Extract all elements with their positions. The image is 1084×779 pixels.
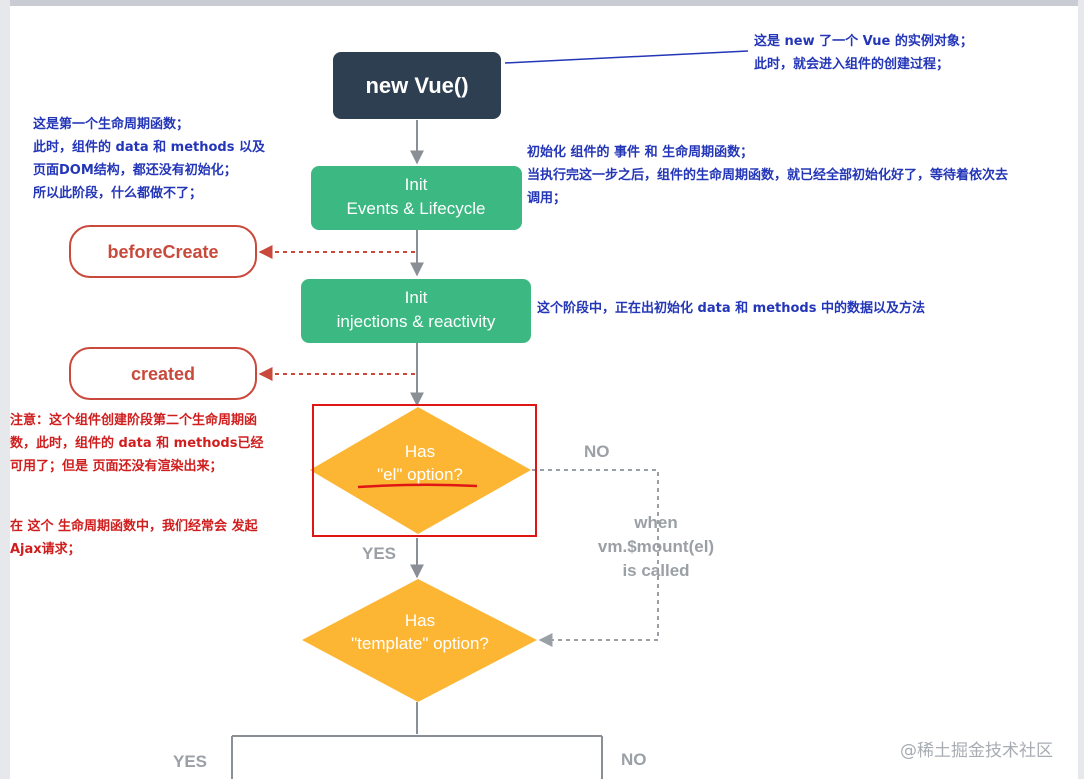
hook-before-create: beforeCreate bbox=[69, 225, 257, 278]
dotted-no-path bbox=[532, 469, 659, 647]
edge-label-yes: YES bbox=[362, 544, 396, 563]
window-frame-top bbox=[0, 0, 1084, 6]
connector-newvue-note bbox=[504, 50, 749, 64]
note-init-events: 初始化 组件的 事件 和 生命周期函数； 当执行完这一步之后，组件的生命周期函数… bbox=[527, 145, 1009, 206]
node-init-events-label-1: Init bbox=[405, 175, 428, 194]
note-created: 注意：这个组件创建阶段第二个生命周期函 数，此时，组件的 data 和 meth… bbox=[10, 413, 264, 474]
note-new-vue: 这是 new 了一个 Vue 的实例对象； 此时，就会进入组件的创建过程； bbox=[754, 34, 973, 72]
node-new-vue-label: new Vue() bbox=[365, 73, 468, 98]
window-frame-left bbox=[0, 0, 10, 779]
decision-has-el-label-2: "el" option? bbox=[377, 465, 463, 484]
node-init-inject-label-1: Init bbox=[405, 288, 428, 307]
node-init-events-label-2: Events & Lifecycle bbox=[347, 199, 486, 218]
note-ajax: 在 这个 生命周期函数中，我们经常会 发起 Ajax请求； bbox=[10, 519, 258, 557]
edge-label-when-1: when bbox=[633, 513, 677, 532]
node-init-inject-label-2: injections & reactivity bbox=[337, 312, 496, 331]
note-init-inject: 这个阶段中，正在出初始化 data 和 methods 中的数据以及方法 bbox=[537, 301, 925, 316]
note-before-create: 这是第一个生命周期函数； 此时，组件的 data 和 methods 以及 页面… bbox=[33, 117, 265, 201]
hook-created-label: created bbox=[131, 364, 195, 384]
handwritten-underline bbox=[357, 483, 478, 489]
node-new-vue: new Vue() bbox=[333, 52, 501, 119]
watermark: @稀土掘金技术社区 bbox=[900, 741, 1053, 761]
node-init-injections-reactivity: Init injections & reactivity bbox=[301, 279, 531, 343]
decision-has-template-option: Has "template" option? bbox=[302, 579, 537, 702]
window-frame-right bbox=[1078, 0, 1084, 779]
hook-before-create-label: beforeCreate bbox=[107, 242, 218, 262]
node-init-events-lifecycle: Init Events & Lifecycle bbox=[311, 166, 522, 230]
decision-has-template-label-2: "template" option? bbox=[351, 634, 489, 653]
edge-label-no: NO bbox=[584, 442, 610, 461]
edge-label-when-3: is called bbox=[622, 561, 689, 580]
decision-has-el-option: Has "el" option? bbox=[310, 407, 531, 534]
edge-label-yes-bottom: YES bbox=[173, 752, 207, 771]
highlight-box bbox=[312, 404, 537, 537]
decision-has-el-label-1: Has bbox=[405, 442, 435, 461]
edge-label-when-2: vm.$mount(el) bbox=[598, 537, 714, 556]
hook-created: created bbox=[69, 347, 257, 400]
decision-has-template-label-1: Has bbox=[405, 611, 435, 630]
edge-label-no-bottom: NO bbox=[621, 750, 647, 769]
